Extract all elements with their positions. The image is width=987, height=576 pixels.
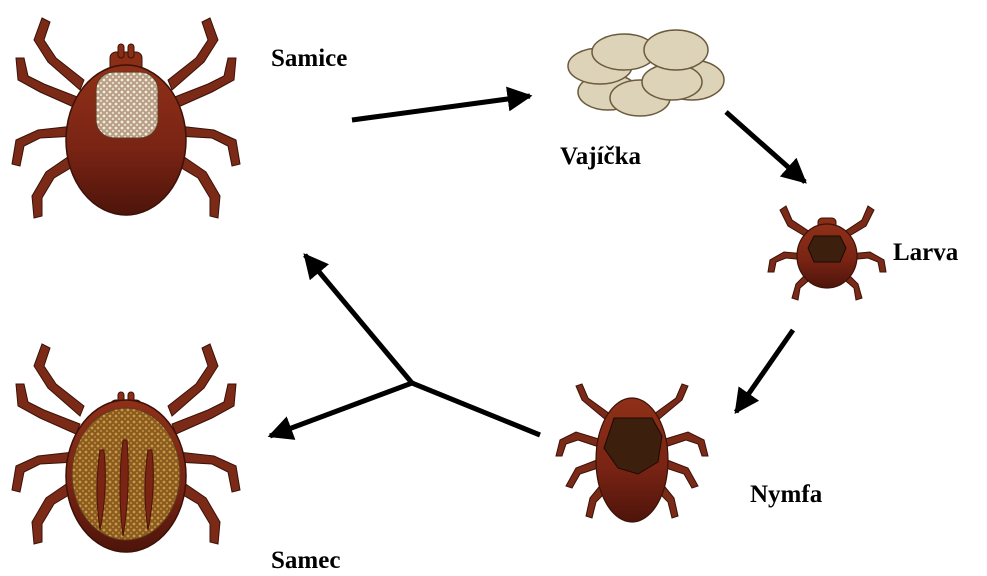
arrow-eggs-to-larva: [726, 112, 805, 182]
tick-female-icon: [12, 18, 240, 218]
arrow-larva-to-nymph: [736, 330, 793, 412]
arrow-fork-to-female: [305, 255, 412, 383]
tick-nymph-icon: [556, 384, 708, 522]
label-male: Samec: [271, 548, 340, 573]
arrow-female-to-eggs: [352, 96, 530, 120]
label-female: Samice: [271, 46, 347, 71]
arrow-nymph-to-fork: [412, 383, 540, 435]
label-eggs: Vajíčka: [560, 144, 641, 169]
tick-male-icon: [12, 344, 240, 552]
tick-eggs-icon: [568, 30, 724, 116]
label-larva: Larva: [893, 240, 958, 265]
arrow-fork-to-male: [270, 383, 412, 436]
cycle-arrows: [270, 96, 805, 436]
label-nymph: Nymfa: [750, 482, 822, 507]
tick-larva-icon: [768, 206, 886, 300]
